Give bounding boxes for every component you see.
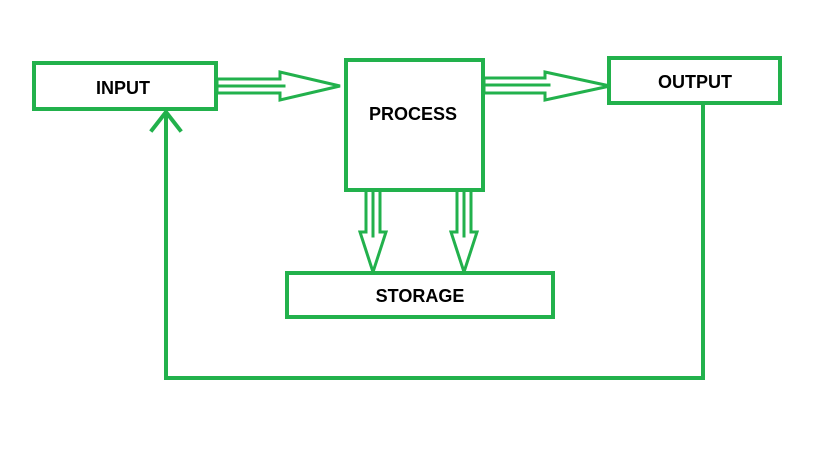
feedback-arrowhead [149,108,183,133]
input-box [32,61,218,111]
process-box [344,58,485,192]
input-label: INPUT [96,78,150,98]
feedback-loop-line [164,102,705,380]
storage-box [285,271,555,319]
output-label: OUTPUT [658,72,732,92]
output-box [607,56,782,105]
process-label: PROCESS [369,104,457,124]
storage-label: STORAGE [376,286,465,306]
